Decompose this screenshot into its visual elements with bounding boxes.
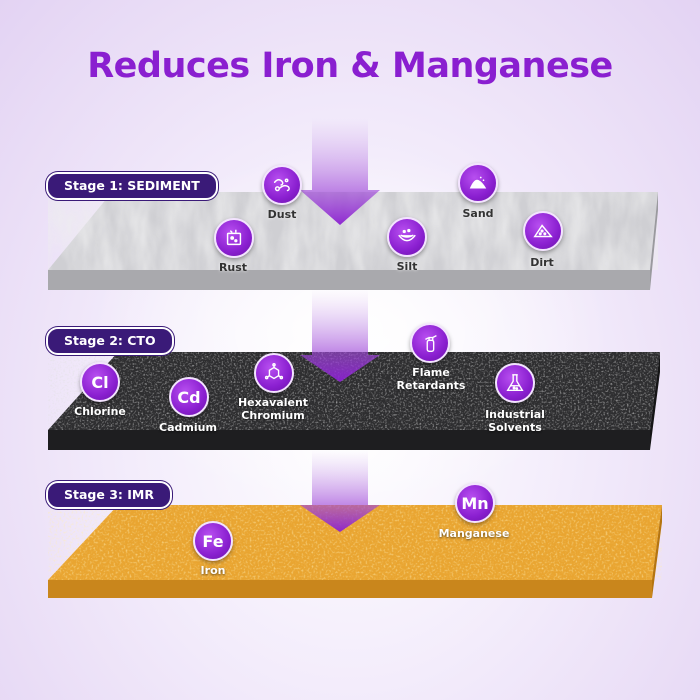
hexavalent-chromium-label: Hexavalent Chromium xyxy=(237,396,309,422)
stage-1-pill: Stage 1: SEDIMENT xyxy=(46,172,218,200)
iron-label: Iron xyxy=(200,564,226,577)
fire-extinguisher-icon xyxy=(410,323,450,363)
molecule-icon xyxy=(254,353,294,393)
dirt-pile-icon xyxy=(523,211,563,251)
dust-label: Dust xyxy=(267,208,297,221)
flow-arrow-1 xyxy=(300,118,380,225)
flow-arrow-2 xyxy=(300,290,380,382)
chlorine-label: Chlorine xyxy=(74,405,126,418)
cadmium-icon: Cd xyxy=(169,377,209,417)
silt-bowl-icon xyxy=(387,217,427,257)
sand-label: Sand xyxy=(462,207,494,220)
flame-retardants-label: Flame Retardants xyxy=(396,366,466,392)
stage-3-pill: Stage 3: IMR xyxy=(46,481,172,509)
rust-label: Rust xyxy=(218,261,248,274)
manganese-label: Manganese xyxy=(438,527,510,540)
stage-2-pill: Stage 2: CTO xyxy=(46,327,174,355)
rust-icon xyxy=(214,218,254,258)
silt-label: Silt xyxy=(396,260,418,273)
page-title: Reduces Iron & Manganese xyxy=(87,46,613,86)
sand-pile-icon xyxy=(458,163,498,203)
iron-icon: Fe xyxy=(193,521,233,561)
cadmium-label: Cadmium xyxy=(159,421,217,434)
dirt-label: Dirt xyxy=(530,256,554,269)
chlorine-icon: Cl xyxy=(80,362,120,402)
flow-arrow-3 xyxy=(300,450,380,532)
dust-swirl-icon xyxy=(262,165,302,205)
industrial-solvents-label: Industrial Solvents xyxy=(485,408,545,434)
sediment-layer xyxy=(48,192,658,290)
manganese-icon: Mn xyxy=(455,483,495,523)
flask-icon xyxy=(495,363,535,403)
